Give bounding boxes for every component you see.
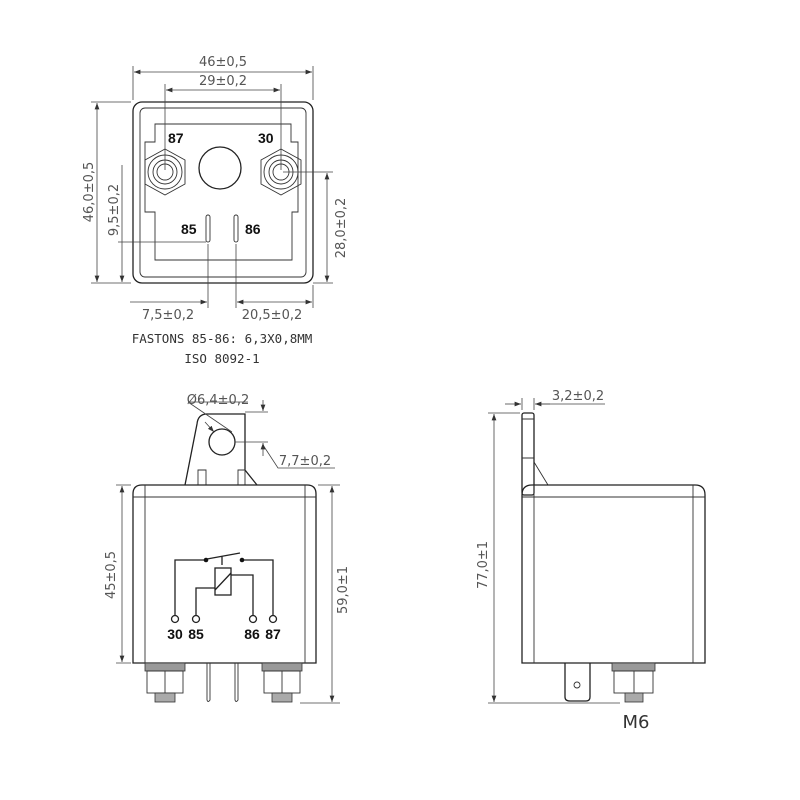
mounting-hole <box>208 428 236 456</box>
side-housing <box>521 484 706 664</box>
terminal-label-85: 85 <box>181 221 197 237</box>
dim-faston-85: 7,5±0,2 <box>142 308 194 323</box>
housing-outline <box>132 101 314 284</box>
terminal-label-86: 86 <box>245 221 261 237</box>
dim-faston-86: 20,5±0,2 <box>242 308 303 323</box>
dim-hole-diameter: Ø6,4±0,2 <box>187 393 249 408</box>
relay-schematic: 30 85 86 87 <box>167 552 281 642</box>
schematic-label-85: 85 <box>188 626 204 642</box>
schematic-label-30: 30 <box>167 626 183 642</box>
note-fastons: FASTONS 85-86: 6,3X0,8MM <box>132 331 313 346</box>
center-boss <box>198 146 242 190</box>
dim-hole-offset: 7,7±0,2 <box>279 454 331 469</box>
side-faston <box>564 663 591 702</box>
mounting-tab <box>184 413 258 486</box>
dim-total-height: 59,0±1 <box>336 566 351 614</box>
dim-terminal-spacing: 29±0,2 <box>199 74 247 89</box>
dim-height: 46,0±0,5 <box>82 162 97 223</box>
bottom-studs <box>144 662 303 703</box>
schematic-label-86: 86 <box>244 626 260 642</box>
note-iso: ISO 8092-1 <box>184 351 259 366</box>
faston-86 <box>233 214 239 243</box>
side-tab <box>521 412 535 496</box>
terminal-platform <box>144 123 299 261</box>
dim-tab-thickness: 3,2±0,2 <box>552 389 604 404</box>
terminal-label-30: 30 <box>258 130 274 146</box>
dim-width: 46±0,5 <box>199 55 247 70</box>
dim-body-height: 45±0,5 <box>104 551 119 599</box>
top-view: 87 30 85 86 46±0,5 29±0,2 46,0±0,5 9,5±0… <box>82 55 349 366</box>
faston-85 <box>205 214 211 243</box>
schematic-label-87: 87 <box>265 626 281 642</box>
front-housing <box>132 484 317 664</box>
dim-terminal-height: 28,0±0,2 <box>334 198 349 259</box>
thread-label: M6 <box>623 712 650 733</box>
dim-faston-height: 9,5±0,2 <box>107 184 122 236</box>
terminal-label-87: 87 <box>168 130 184 146</box>
housing-inner-outline <box>139 107 307 278</box>
front-view: 30 85 86 87 Ø6,4±0,2 7,7±0,2 45±0,5 59,0 <box>104 393 351 704</box>
side-view: 3,2±0,2 77,0±1 M6 <box>476 389 706 733</box>
dim-side-height: 77,0±1 <box>476 541 491 589</box>
